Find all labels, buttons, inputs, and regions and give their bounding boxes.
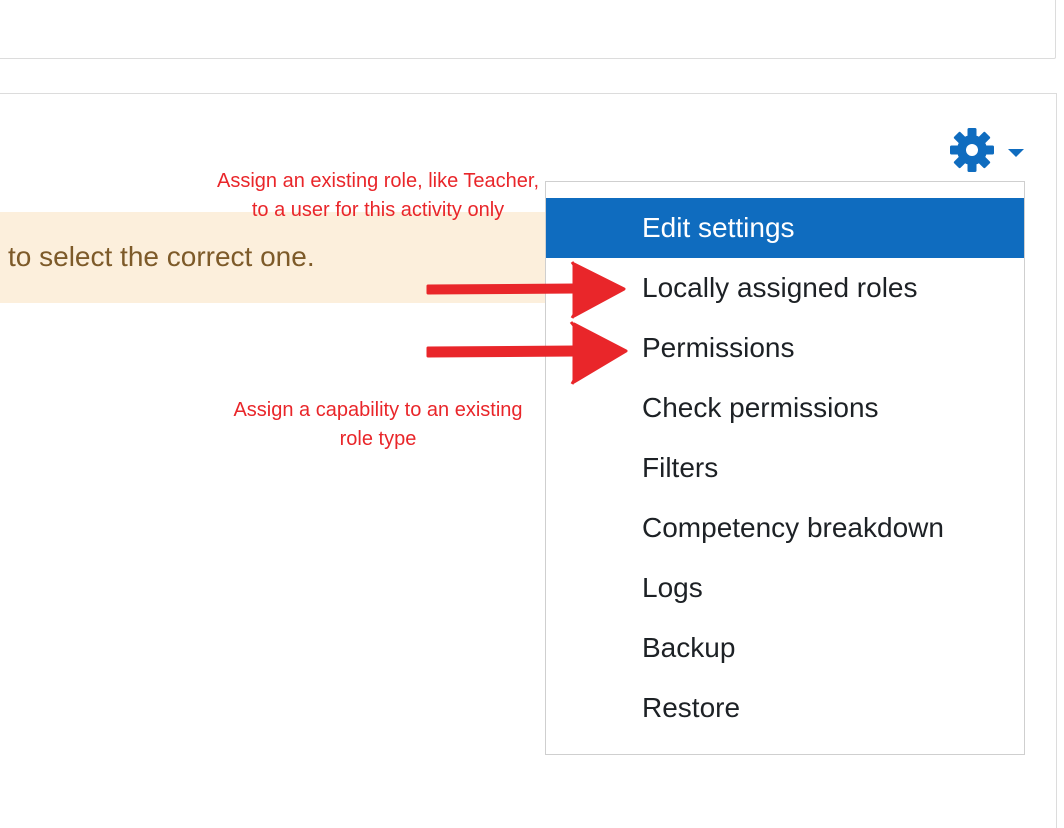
gear-icon <box>950 128 994 172</box>
top-card <box>0 0 1056 59</box>
permissions-annotation-note: Assign a capability to an existing role … <box>233 399 523 450</box>
menu-item-filters[interactable]: Filters <box>642 452 719 483</box>
roles-annotation-note: Assign an existing role, like Teacher, t… <box>216 170 540 221</box>
menu-item-competency-breakdown[interactable]: Competency breakdown <box>642 512 944 543</box>
menu-item-restore[interactable]: Restore <box>642 692 741 723</box>
annotation-arrow-permissions-icon <box>426 321 628 385</box>
annotation-arrow-roles-icon <box>426 261 626 319</box>
alert-text: to select the correct one. <box>8 241 315 272</box>
caret-down-icon <box>1008 149 1024 157</box>
menu-item-check-permissions[interactable]: Check permissions <box>642 392 879 423</box>
menu-item-permissions[interactable]: Permissions <box>642 332 795 363</box>
menu-item-backup[interactable]: Backup <box>642 632 736 663</box>
menu-item-edit-settings[interactable]: Edit settings <box>546 198 1024 258</box>
settings-dropdown-menu: Edit settings Locally assigned roles Per… <box>545 181 1025 755</box>
settings-menu-toggle[interactable] <box>948 128 1030 172</box>
menu-item-logs[interactable]: Logs <box>642 572 703 603</box>
menu-item-locally-assigned-roles[interactable]: Locally assigned roles <box>642 272 918 303</box>
